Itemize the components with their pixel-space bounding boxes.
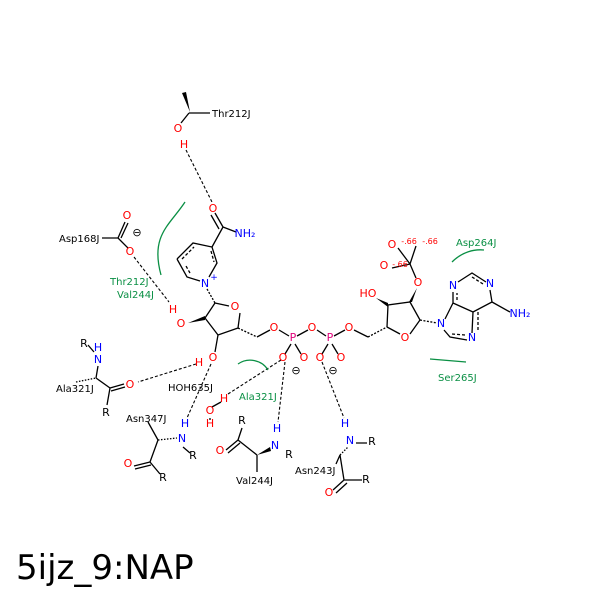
hydrophobic-arc-ala321 (237, 359, 269, 371)
hydrophobic-arc-asp264 (451, 249, 485, 263)
residue-label-val244: Val244J (236, 476, 273, 487)
atom-r: R (159, 471, 167, 484)
bonds (75, 92, 511, 494)
residue-label-thr212-hydrophobic: Thr212J (109, 277, 149, 288)
atom-o: O (279, 351, 288, 364)
atom-r: R (362, 473, 370, 486)
residue-label-asp264: Asp264J (456, 238, 496, 249)
atom-o: O (270, 321, 279, 334)
atom-n: N (201, 277, 209, 290)
hydrogen-bonds (133, 149, 345, 423)
atom-o: O (209, 351, 218, 364)
atom-r: R (189, 449, 197, 462)
residue-label-hoh635: HOH635J (168, 383, 213, 394)
atom-nh2: NH₂ (510, 307, 531, 320)
atom-n: N (346, 434, 354, 447)
atom-o: O (206, 404, 215, 417)
atom-o: O (401, 331, 410, 344)
atom-nh2: NH₂ (235, 227, 256, 240)
atom-n: N (437, 317, 445, 330)
negative-charge: ⊖ (291, 364, 300, 377)
atom-o: O (325, 486, 334, 499)
atom-o: O (126, 378, 135, 391)
atom-ho: HO (360, 287, 377, 300)
partial-charge: -.66 (401, 237, 417, 246)
atom-r: R (102, 406, 110, 419)
atom-o: O (124, 457, 133, 470)
atom-r: R (238, 414, 246, 427)
hydrophobic-contacts (157, 201, 485, 371)
residue-label-asp168: Asp168J (59, 234, 99, 245)
atom-h: H (341, 417, 349, 430)
atom-r: R (285, 448, 293, 461)
atom-n: N (468, 331, 476, 344)
atom-p: P (327, 331, 334, 344)
negative-charge: ⊖ (328, 364, 337, 377)
atom-o: O (414, 276, 423, 289)
positive-charge: + (210, 273, 218, 283)
atom-h: H (206, 417, 214, 430)
residue-label-asn347: Asn347J (126, 414, 166, 425)
hydrophobic-arc-thr212-val244 (157, 201, 186, 276)
atom-o: O (123, 209, 132, 222)
atom-h: H (181, 417, 189, 430)
atom-n: N (486, 277, 494, 290)
negative-charge: ⊖ (132, 226, 141, 239)
atom-o: O (337, 351, 346, 364)
atom-h: H (94, 341, 102, 354)
atom-n: N (271, 439, 279, 452)
residue-label-ala321-hydrophobic: Ala321J (239, 392, 277, 403)
atom-o: O (388, 238, 397, 251)
atom-p: P (290, 331, 297, 344)
atom-o: O (316, 351, 325, 364)
atom-r: R (80, 337, 88, 350)
atom-o: O (231, 300, 240, 313)
atom-h: H (220, 392, 228, 405)
atom-o: O (209, 202, 218, 215)
atom-o: O (177, 317, 186, 330)
atom-h: H (195, 356, 203, 369)
atom-n: N (94, 353, 102, 366)
residue-label-asn243: Asn243J (295, 466, 335, 477)
atom-labels: O H O NH₂ N + O O H O H O P O P O O O O … (80, 122, 530, 499)
atom-o: O (345, 321, 354, 334)
residue-label-ala321: Ala321J (56, 384, 94, 395)
partial-charge: -.66 (392, 260, 408, 269)
residue-label-thr212: Thr212J (211, 109, 251, 120)
atom-o: O (308, 321, 317, 334)
atom-h: H (273, 422, 281, 435)
residue-labels: Thr212J Asp168J Thr212J Val244J Ala321J … (56, 109, 496, 487)
atom-n: N (178, 432, 186, 445)
hydrophobic-arc-ser265 (429, 358, 467, 363)
residue-label-val244-hydrophobic: Val244J (117, 290, 154, 301)
atom-o: O (126, 245, 135, 258)
partial-charge: -.66 (422, 237, 438, 246)
atom-o: O (380, 259, 389, 272)
residue-label-ser265: Ser265J (438, 373, 477, 384)
atom-o: O (216, 444, 225, 457)
atom-o: O (174, 122, 183, 135)
atom-h: H (180, 138, 188, 151)
atom-h: H (169, 303, 177, 316)
atom-r: R (368, 435, 376, 448)
diagram-title: 5ijz_9:NAP (16, 548, 194, 588)
atom-n: N (449, 279, 457, 292)
atom-o: O (300, 351, 309, 364)
